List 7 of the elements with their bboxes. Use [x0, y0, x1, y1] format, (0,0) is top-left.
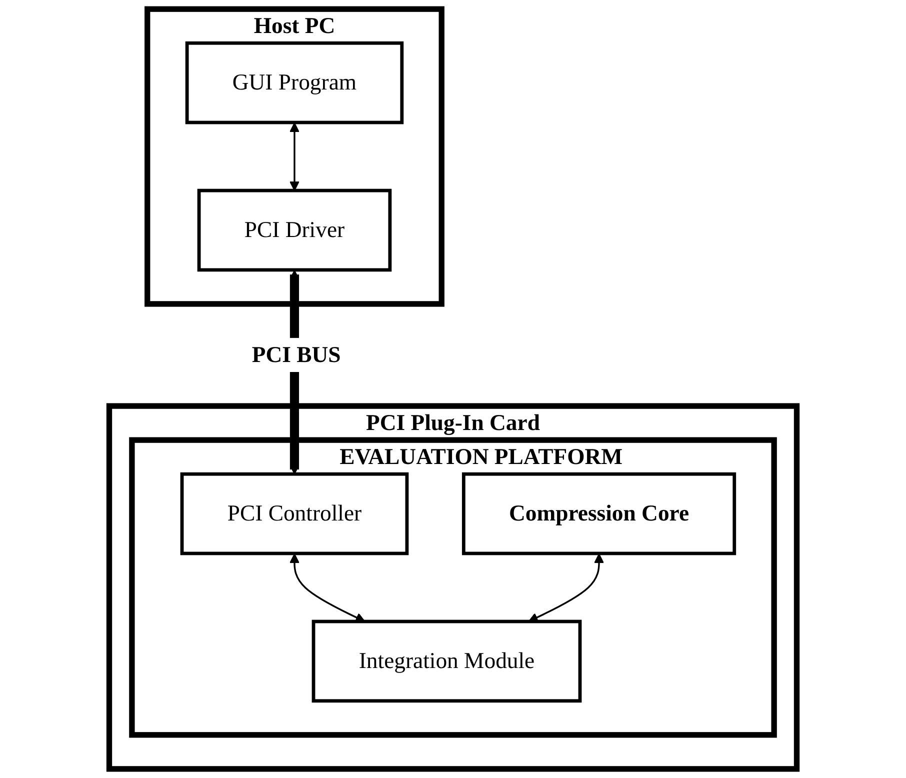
node-box: PCI Controller [180, 472, 409, 556]
node-box: Integration Module [312, 620, 582, 703]
node-box: PCI Driver [197, 188, 392, 272]
arrow [290, 122, 300, 191]
node-box: Compression Core [462, 472, 736, 556]
node-box: GUI Program [185, 41, 404, 124]
edge-label: PCI BUS [252, 342, 341, 368]
